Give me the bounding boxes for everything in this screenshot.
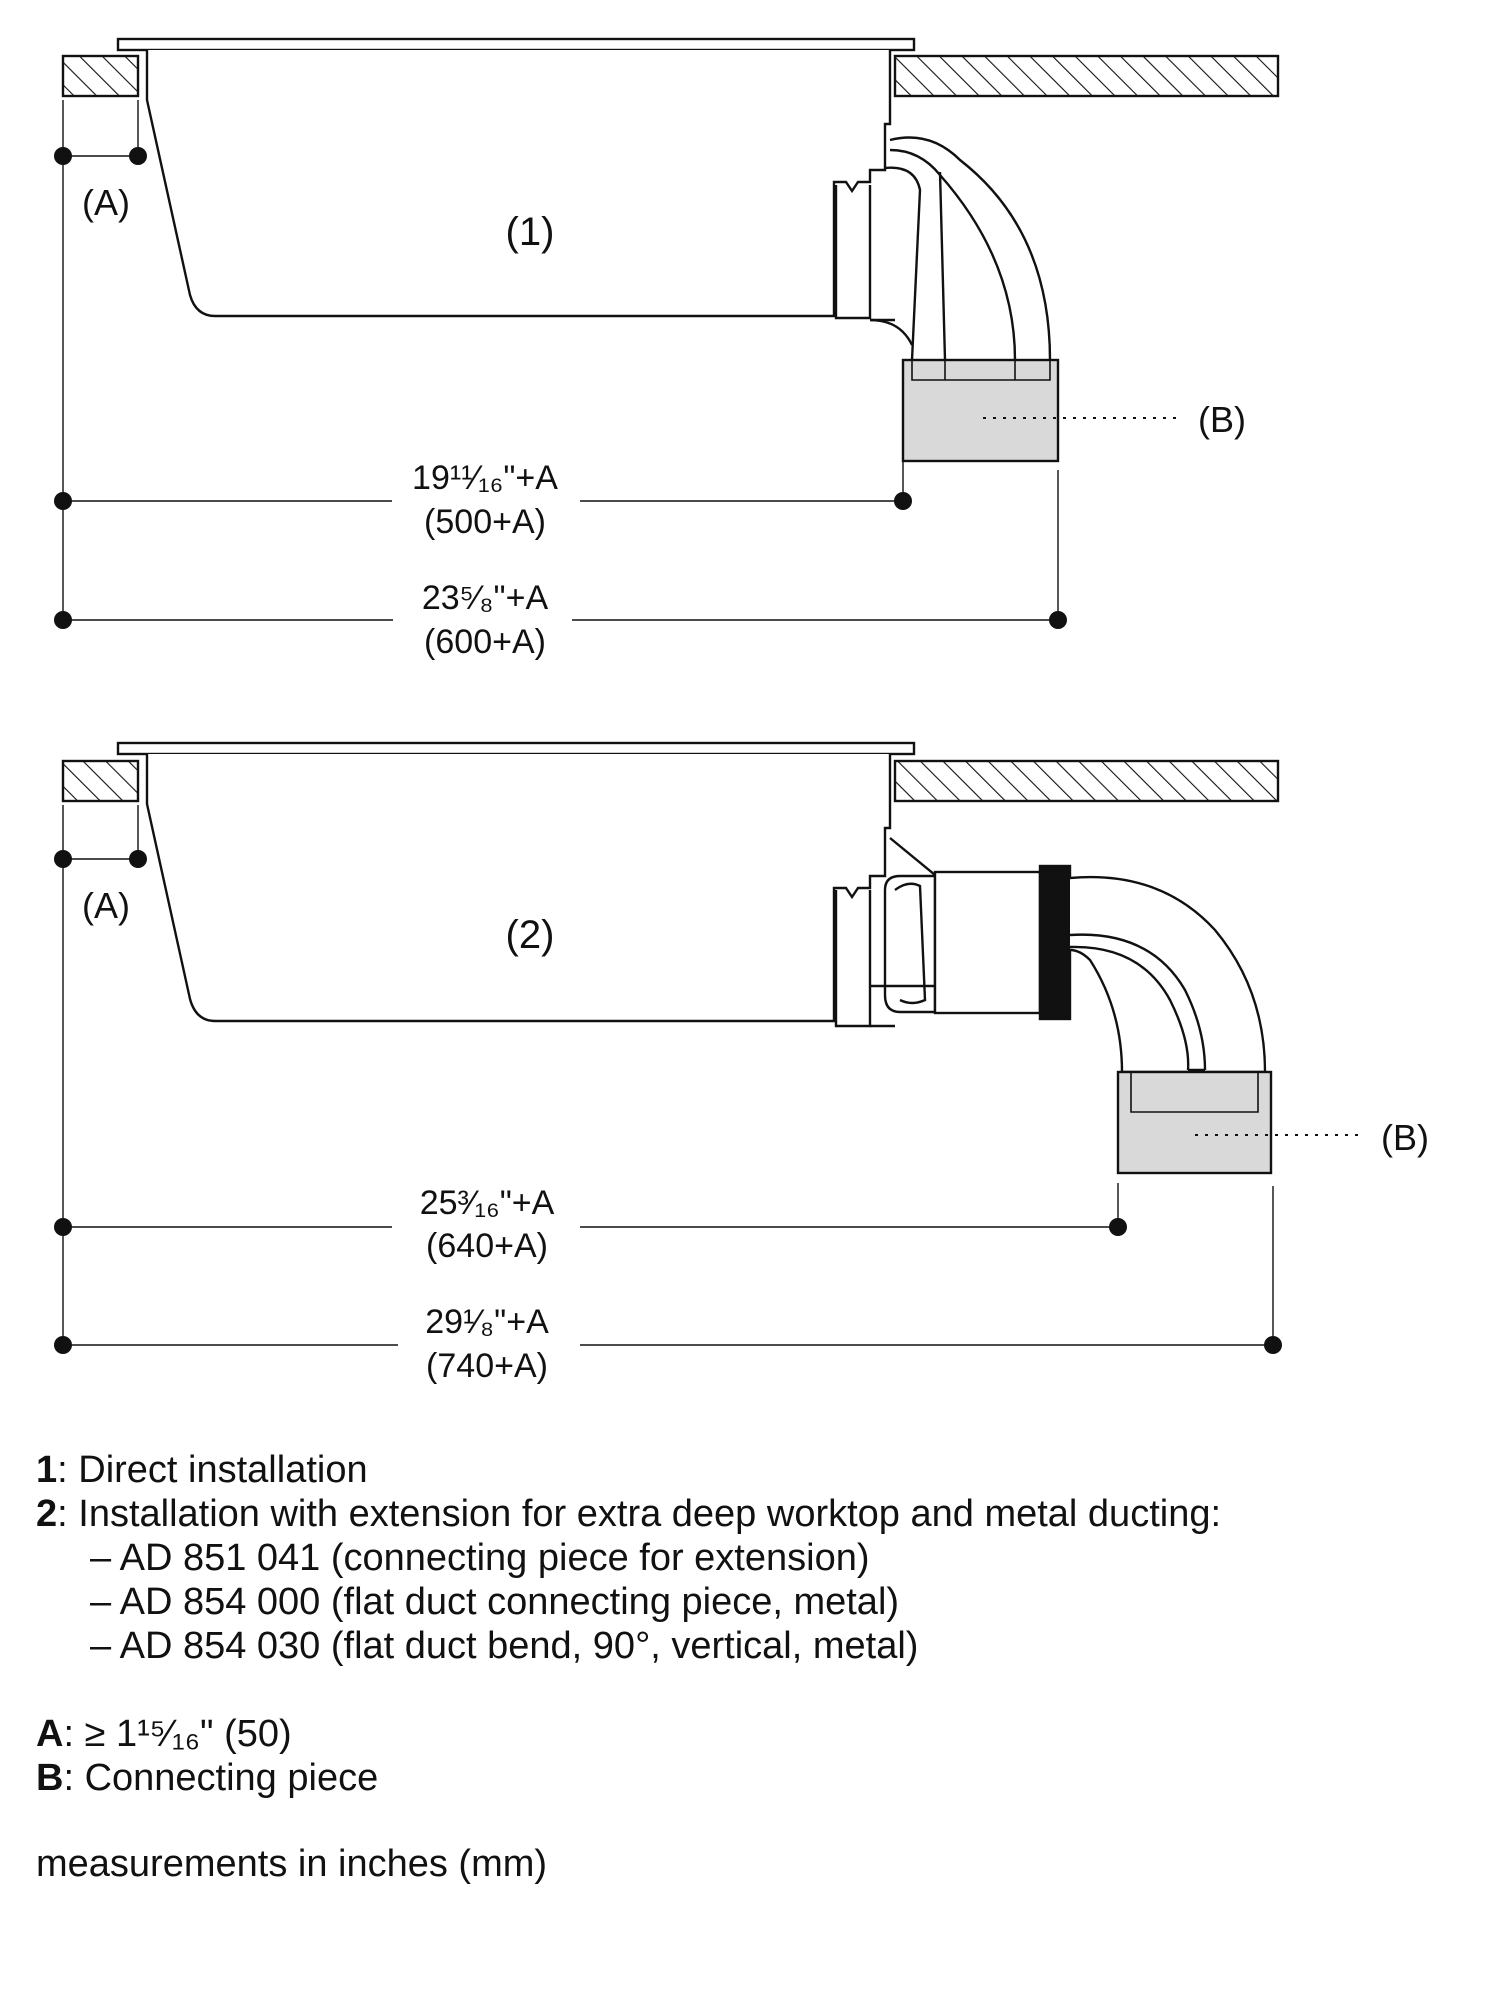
diagram-2: [54, 741, 1360, 1354]
worktop-left-2: [61, 759, 140, 803]
worktop-left-1: [61, 54, 140, 98]
legend-text-2: : Installation with extension for extra …: [57, 1493, 1222, 1535]
measurement-note: measurements in inches (mm): [36, 1843, 548, 1885]
legend-key-b: B: [36, 1757, 64, 1799]
cooktop-glass-2: [116, 741, 916, 756]
diagram-1: [54, 37, 1280, 629]
legend-item-a: A: ≥ 1¹⁵⁄₁₆" (50): [36, 1712, 1221, 1756]
legend-key-2: 2: [36, 1493, 58, 1535]
diagram-2-labels: (2) (A) (B) 25³⁄₁₆"+A (640+A) 29¹⁄₈"+A (…: [82, 885, 1429, 1385]
dim-short-mm-2: (640+A): [426, 1227, 548, 1265]
hob-body-1: [145, 50, 892, 318]
duct-coupling-ring-2: [1038, 864, 1072, 1021]
legend-text-b: : Connecting piece: [63, 1757, 379, 1799]
legend-sub-1: – AD 851 041 (connecting piece for exten…: [90, 1537, 870, 1579]
duct-segment-2: [933, 870, 1042, 1015]
dim-short-in-1: 19¹¹⁄₁₆"+A: [412, 459, 558, 497]
dim-long-in-2: 29¹⁄₈"+A: [425, 1303, 549, 1341]
diagram-1-label: (1): [506, 210, 555, 254]
connecting-piece-b-1: [901, 358, 1060, 463]
dim-long-in-1: 23⁵⁄₈"+A: [422, 579, 549, 617]
b-label-2: (B): [1381, 1117, 1429, 1158]
legend-key-a: A: [36, 1713, 64, 1755]
hob-body-2: [145, 754, 892, 1023]
legend-sub-3: – AD 854 030 (flat duct bend, 90°, verti…: [90, 1625, 919, 1667]
legend-text-1: : Direct installation: [57, 1449, 368, 1491]
legend: 1: Direct installation 2: Installation w…: [36, 1448, 1221, 1886]
legend-item-1: 1: Direct installation: [36, 1448, 1221, 1492]
diagram-1-labels: (1) (A) (B) 19¹¹⁄₁₆"+A (500+A) 23⁵⁄₈"+A …: [82, 182, 1246, 661]
diagram-2-label: (2): [506, 913, 555, 957]
dim-short-mm-1: (500+A): [424, 503, 546, 541]
connecting-piece-b-2: [1116, 1070, 1273, 1175]
worktop-right-1: [893, 54, 1280, 98]
dim-long-mm-1: (600+A): [424, 623, 546, 661]
legend-text-a: : ≥ 1¹⁵⁄₁₆" (50): [63, 1713, 292, 1755]
dim-short-in-2: 25³⁄₁₆"+A: [420, 1184, 555, 1222]
dim-long-mm-2: (740+A): [426, 1347, 548, 1385]
duct-pipe-1: [889, 136, 1052, 361]
duct-bend-2: [1069, 875, 1267, 1074]
a-label-2: (A): [82, 885, 130, 926]
legend-item-2: 2: Installation with extension for extra…: [36, 1492, 1221, 1536]
legend-item-b: B: Connecting piece: [36, 1756, 1221, 1800]
b-label-1: (B): [1198, 399, 1246, 440]
legend-sub-2: – AD 854 000 (flat duct connecting piece…: [90, 1581, 900, 1623]
a-label-1: (A): [82, 182, 130, 223]
cooktop-glass-1: [116, 37, 916, 52]
legend-key-1: 1: [36, 1449, 58, 1491]
worktop-right-2: [893, 759, 1280, 803]
